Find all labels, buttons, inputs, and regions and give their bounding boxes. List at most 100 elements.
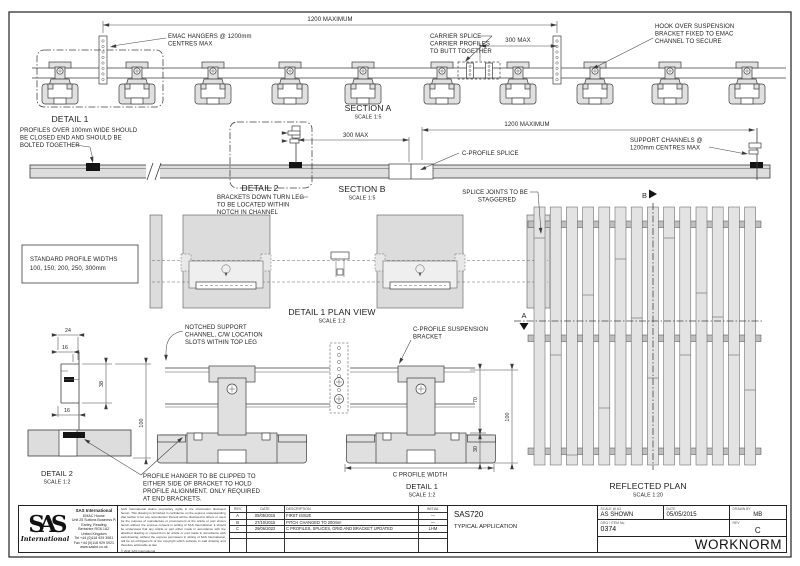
note-line: CHANNEL TO SECURE — [655, 39, 722, 45]
copyright-text: © 2011 SAS International — [120, 548, 156, 552]
note-line: BRACKET FIXED TO EMAC — [655, 32, 734, 38]
date-value: 05/05/2015 — [666, 512, 697, 518]
product-code: SAS720 — [453, 510, 484, 519]
initial-cell: — — [430, 519, 435, 525]
revision-table: REV DATE DESCRIPTION INITIAL A 05/05/201… — [228, 506, 447, 552]
address-line: Unit 25 Suttons Business Park — [71, 518, 116, 523]
detail-2-bracket — [281, 125, 301, 163]
date-cell: DATE 05/05/2015 — [664, 506, 730, 519]
address-line: EMAC House — [82, 513, 105, 518]
address-line: Fax +44 (0)118 929 0921 — [73, 540, 114, 545]
scale-label: SCALE @ A3 — [600, 507, 621, 511]
revision-header-row: REV DATE DESCRIPTION INITIAL — [229, 506, 447, 513]
dim-38: 38 — [82, 357, 112, 410]
revision-row-empty — [230, 539, 447, 552]
section-b-view: 1200 MAXIMUM 300 MAX C-PROFILE SPLICE SU… — [29, 121, 771, 202]
revision-row: B 27/10/2015 PITCH CHANGED TO 200mm — — [229, 519, 447, 527]
dim-text: 100 — [139, 418, 145, 427]
revision-row: C 29/06/2022 C PROFILES, SPLICES, GRID A… — [229, 526, 447, 533]
rev-cell: B — [230, 519, 247, 526]
detail-2-title: DETAIL 2 — [41, 469, 73, 478]
note-line: NOTCH IN CHANNEL — [217, 210, 279, 216]
title-block: SAS International SAS International EMAC… — [18, 505, 787, 553]
note-line: BOLTED TOGETHER — [20, 143, 80, 149]
bolt-clip — [86, 163, 100, 171]
dim-300-max-a: 300 MAX — [479, 38, 557, 61]
dim-text: 300 MAX — [505, 38, 530, 44]
dim-100-d2: 100 — [115, 357, 151, 465]
reflected-plan-title: REFLECTED PLAN — [609, 481, 686, 491]
dim-text: C PROFILE WIDTH — [393, 473, 448, 479]
note-line: CARRIER SPLICE — [430, 34, 481, 40]
company-address: SAS International EMAC House Unit 25 Sut… — [71, 506, 117, 552]
rev-col-header: REV — [230, 506, 247, 512]
note-line: BRACKETS DOWN TURN LEG — [217, 195, 304, 201]
detail-1-callout-label: DETAIL 1 — [51, 114, 88, 124]
widths-line: 100, 150, 200, 250, 300mm — [30, 266, 106, 272]
drawing-subtitle: TYPICAL APPLICATION — [453, 524, 518, 530]
widths-line: STANDARD PROFILE WIDTHS — [30, 257, 118, 263]
date-col-header: DATE — [247, 506, 285, 512]
dim-text: 38 — [99, 381, 105, 387]
note-line: C-PROFILE SUSPENSION — [413, 327, 488, 333]
note-c-profile-splice: C-PROFILE SPLICE — [419, 151, 519, 172]
support-clip — [750, 162, 763, 168]
description-col-header: DESCRIPTION — [285, 506, 419, 512]
drg-number-cell: DRG / ITEM No. 0374 — [598, 520, 730, 536]
dim-1200-max-a: 1200 MAXIMUM — [102, 17, 558, 33]
address-line: Earley, Reading — [81, 522, 107, 527]
drawing-info-grid: SCALE @ A3 AS SHOWN DATE 05/05/2015 DRAW… — [596, 506, 786, 552]
dim-300-max-b: 300 MAX — [298, 133, 410, 162]
scale-value: AS SHOWN — [600, 512, 634, 518]
note-line: STAGGERED — [478, 198, 517, 204]
dim-text: 100 — [505, 412, 511, 421]
note-emac-hangers: EMAC HANGERS @ 1200mm CENTRES MAX — [109, 34, 251, 49]
marker-b-label: B — [642, 191, 647, 200]
dim-16-top: 16 — [51, 345, 80, 362]
dim-1200-max-b: 1200 MAXIMUM — [421, 122, 755, 160]
detail-2-scale: SCALE 1:2 — [43, 480, 70, 486]
section-marker-a: A — [514, 311, 764, 330]
note-line: BRACKET — [413, 335, 442, 341]
section-a-view: 1200 MAXIMUM 300 MAX EMAC HANGERS @ 1200… — [32, 17, 786, 124]
description-cell: C PROFILES, SPLICES, GRID AND BRACKET UP… — [285, 526, 419, 532]
dim-30: 30 — [470, 428, 518, 470]
note-line: CARRIER PROFILES — [430, 42, 490, 48]
drg-number-value: 0374 — [600, 526, 617, 533]
note-line: 1200mm CENTRES MAX — [630, 146, 700, 152]
dim-text: 1200 MAXIMUM — [307, 17, 352, 23]
dim-text: 1200 MAXIMUM — [504, 122, 549, 128]
drg-number-label: DRG / ITEM No. — [600, 521, 626, 525]
description-cell: FIRST ISSUE — [285, 513, 419, 519]
scale-cell: SCALE @ A3 AS SHOWN — [598, 506, 664, 519]
dim-text: 70 — [473, 397, 479, 403]
revision-value: C — [754, 526, 761, 535]
address-line: Berkshire RG6 1AZ — [78, 527, 110, 532]
date-cell: 27/10/2015 — [247, 519, 285, 526]
address-line: SAS International — [75, 508, 113, 514]
dim-text: 300 MAX — [343, 133, 368, 139]
revision-cell: REV C — [730, 520, 786, 536]
section-b-scale: SCALE 1:5 — [348, 196, 375, 202]
dim-text: 16 — [62, 345, 68, 351]
section-a-scale: SCALE 1:5 — [354, 115, 381, 121]
dim-text: 30 — [473, 446, 479, 452]
note-line: PROFILES OVER 100mm WIDE SHOULD — [20, 128, 138, 134]
plan-title: DETAIL 1 PLAN VIEW — [288, 307, 376, 317]
reflected-plan-scale: SCALE 1:20 — [633, 493, 663, 499]
note-line: CENTRES MAX — [168, 42, 212, 48]
date-cell: 05/05/2015 — [247, 513, 285, 519]
detail-1-scale: SCALE 1:2 — [408, 493, 435, 499]
dim-text: 16 — [64, 408, 70, 414]
detail-2-view: 24 16 16 38 — [27, 328, 151, 486]
date-label: DATE — [666, 507, 676, 511]
note-line: SUPPORT CHANNELS @ — [630, 138, 703, 144]
note-line: SLOTS WITHIN TOP LEG — [185, 340, 257, 346]
section-marker-b: B — [642, 189, 657, 470]
logo-international-text: International — [20, 535, 70, 544]
address-line: www.sasint.co.uk — [80, 545, 108, 550]
note-line: EITHER SIDE OF BRACKET TO HOLD — [143, 482, 252, 488]
logo-sas-text: SAS — [28, 510, 67, 538]
